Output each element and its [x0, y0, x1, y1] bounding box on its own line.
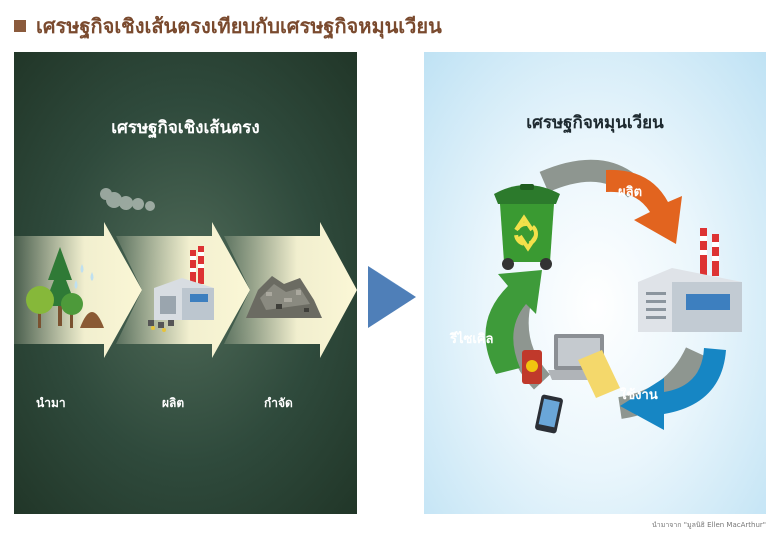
trash-bin-icon [494, 184, 560, 270]
title-bullet [14, 20, 26, 32]
produce-label: ผลิต [618, 185, 643, 200]
step-make-label: ผลิต [162, 396, 185, 410]
title-text: เศรษฐกิจเชิงเส้นตรงเทียบกับเศรษฐกิจหมุนเ… [36, 14, 442, 38]
source-caption: นำมาจาก "มูลนิธิ Ellen MacArthur" [651, 521, 766, 529]
circular-economy-title: เศรษฐกิจหมุนเวียน [526, 113, 664, 133]
linear-economy-title: เศรษฐกิจเชิงเส้นตรง [111, 118, 260, 138]
devices-icon [522, 334, 620, 434]
page-title: เศรษฐกิจเชิงเส้นตรงเทียบกับเศรษฐกิจหมุนเ… [14, 10, 442, 42]
use-label: ใช้งาน [620, 388, 658, 403]
produce-arrow [606, 169, 682, 244]
use-arrow [620, 348, 726, 430]
factory-icon [148, 246, 214, 332]
circular-economy-panel: เศรษฐกิจหมุนเวียน [424, 52, 766, 514]
smoke-cloud [100, 188, 155, 211]
recycle-label: รีไซเคิล [450, 332, 494, 347]
linear-flow-graphic [14, 188, 357, 358]
tree-icon [26, 247, 104, 328]
step-dispose-label: กำจัด [264, 396, 293, 410]
recycle-arrow [485, 270, 542, 374]
circular-flow-graphic [485, 159, 742, 434]
transition-arrow [368, 266, 416, 328]
waste-pile-icon [246, 276, 322, 318]
recycle-symbol-icon [514, 214, 538, 252]
factory-icon [638, 228, 742, 332]
step-take-label: นำมา [36, 396, 66, 410]
take-arrow [14, 222, 142, 358]
linear-economy-panel: เศรษฐกิจเชิงเส้นตรง [14, 52, 357, 514]
